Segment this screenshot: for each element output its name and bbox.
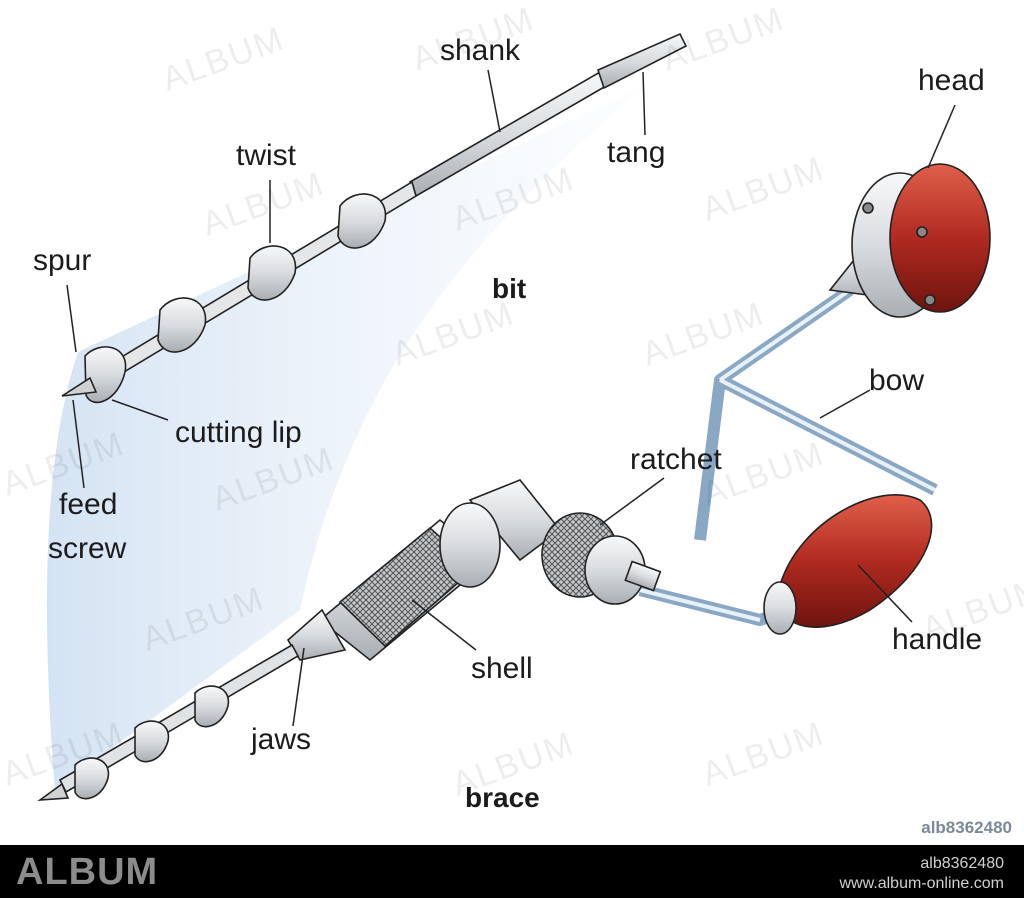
label-cutting-lip: cutting lip — [175, 416, 302, 449]
diagram-artwork — [37, 32, 991, 801]
leader-jaws — [292, 647, 305, 727]
label-brace: brace — [465, 782, 540, 813]
label-jaws: jaws — [251, 723, 312, 756]
footer-brand-logo[interactable]: ALBUM — [16, 851, 159, 893]
leader-lines — [66, 69, 956, 727]
brace-ratchet — [468, 479, 662, 605]
brace-head — [828, 163, 991, 318]
label-handle: handle — [892, 623, 983, 656]
brace-drawing — [37, 163, 991, 801]
label-head: head — [918, 64, 985, 97]
footer-bar: ALBUM alb8362480 www.album-online.com — [0, 845, 1024, 898]
brace-bit-twist — [74, 685, 230, 800]
label-feed-screw-line1: feed — [59, 488, 118, 521]
brace-shell — [318, 502, 501, 662]
image-id: alb8362480 — [921, 818, 1012, 837]
bit-tang — [597, 32, 688, 90]
footer-image-id: alb8362480 — [920, 855, 1004, 872]
label-shell: shell — [471, 652, 533, 685]
leader-cutting-lip — [111, 399, 169, 421]
leader-tang — [642, 71, 646, 136]
leader-shank — [487, 69, 501, 133]
brace-handle — [763, 494, 933, 635]
label-ratchet: ratchet — [630, 443, 722, 476]
label-bow: bow — [869, 364, 925, 397]
bit-twist-flutes — [84, 193, 387, 404]
label-twist: twist — [236, 139, 296, 172]
bit-feed-screw — [61, 376, 98, 397]
label-spur: spur — [33, 244, 92, 277]
leader-bow — [819, 389, 871, 419]
label-feed-screw-line2: screw — [48, 532, 127, 565]
leader-feed-screw — [72, 399, 85, 489]
leader-spur — [66, 284, 77, 353]
bit-drawing — [61, 32, 688, 404]
projection-highlight — [46, 88, 640, 790]
label-shank: shank — [440, 34, 521, 67]
leader-handle — [857, 564, 913, 623]
label-tang: tang — [607, 136, 666, 169]
label-bit: bit — [492, 273, 527, 304]
brace-bit-screw — [37, 782, 70, 801]
leader-ratchet — [599, 477, 665, 526]
leader-shell — [411, 599, 477, 651]
leader-head — [927, 104, 956, 169]
footer-url-link[interactable]: www.album-online.com — [839, 875, 1004, 892]
